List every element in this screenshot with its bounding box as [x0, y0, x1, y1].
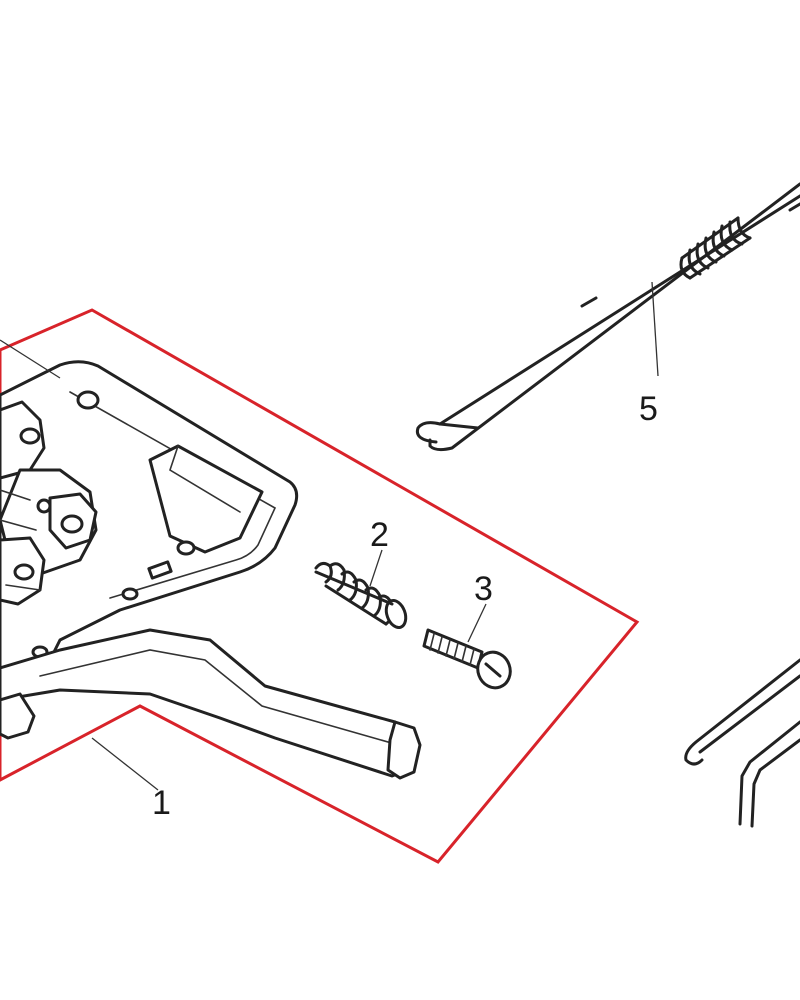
plate-hole: [121, 587, 139, 601]
leader-1: [91, 737, 159, 791]
selection-outline[interactable]: [0, 308, 640, 864]
lever-arm-edge: [39, 649, 396, 745]
linkage-cluster: [0, 400, 98, 606]
compression-spring[interactable]: [314, 561, 409, 630]
plate-hole: [76, 390, 100, 410]
callout-5: 5: [639, 390, 658, 428]
screw[interactable]: [422, 628, 515, 692]
leader-3: [467, 603, 487, 643]
control-plate-assembly[interactable]: [0, 360, 422, 780]
callout-1: 1: [152, 784, 171, 822]
plate-bottom-tab: [0, 692, 36, 740]
leader-2: [369, 549, 383, 587]
callout-3: 3: [474, 570, 493, 608]
link-rod-lower[interactable]: [738, 720, 800, 828]
plate-slot: [147, 560, 173, 580]
leader-top-left: [0, 339, 61, 379]
control-lever-arm: [0, 628, 414, 778]
control-plate: [0, 360, 299, 692]
rod-coil-spring[interactable]: [679, 216, 752, 280]
callout-2: 2: [370, 516, 389, 554]
link-rod-upper[interactable]: [684, 658, 800, 766]
plate-bend-line: [69, 391, 277, 599]
plate-hole: [176, 540, 196, 556]
plate-tab-edge: [169, 445, 241, 513]
governor-rod[interactable]: [415, 182, 800, 452]
leader-5: [651, 281, 659, 377]
lever-end-cap: [386, 720, 422, 780]
